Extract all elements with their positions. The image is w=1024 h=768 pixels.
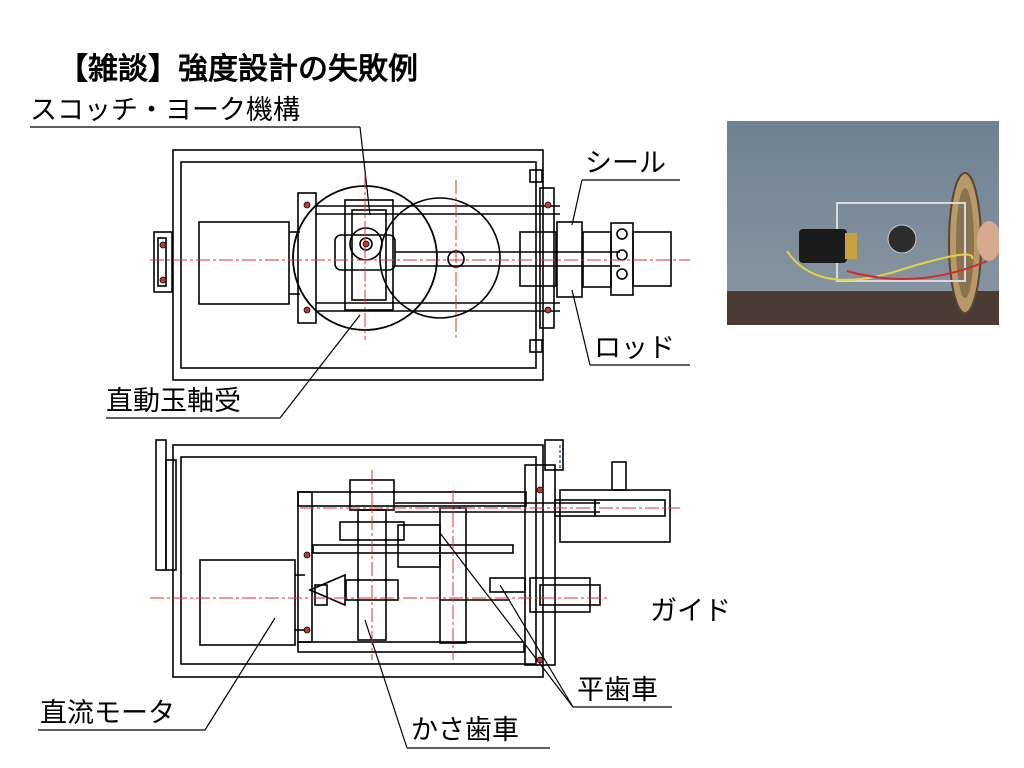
label-scotch-yoke: スコッチ・ヨーク機構 [30,95,300,126]
label-dc-motor: 直流モータ [40,698,175,729]
fastener-marks [159,201,552,664]
prototype-photo [727,121,999,325]
slide-title: 【雑談】強度設計の失敗例 [58,52,418,87]
bottom-view-drawing [155,439,671,678]
label-rod: ロッド [594,333,675,364]
leader-lines [30,126,690,749]
label-bevel-gear: かさ歯車 [411,715,519,746]
label-spur-gear: 平歯車 [577,675,658,706]
label-guide: ガイド [650,596,731,627]
center-lines [150,175,690,660]
label-linear-bearing: 直動玉軸受 [106,386,241,417]
label-seal: シール [585,148,666,179]
